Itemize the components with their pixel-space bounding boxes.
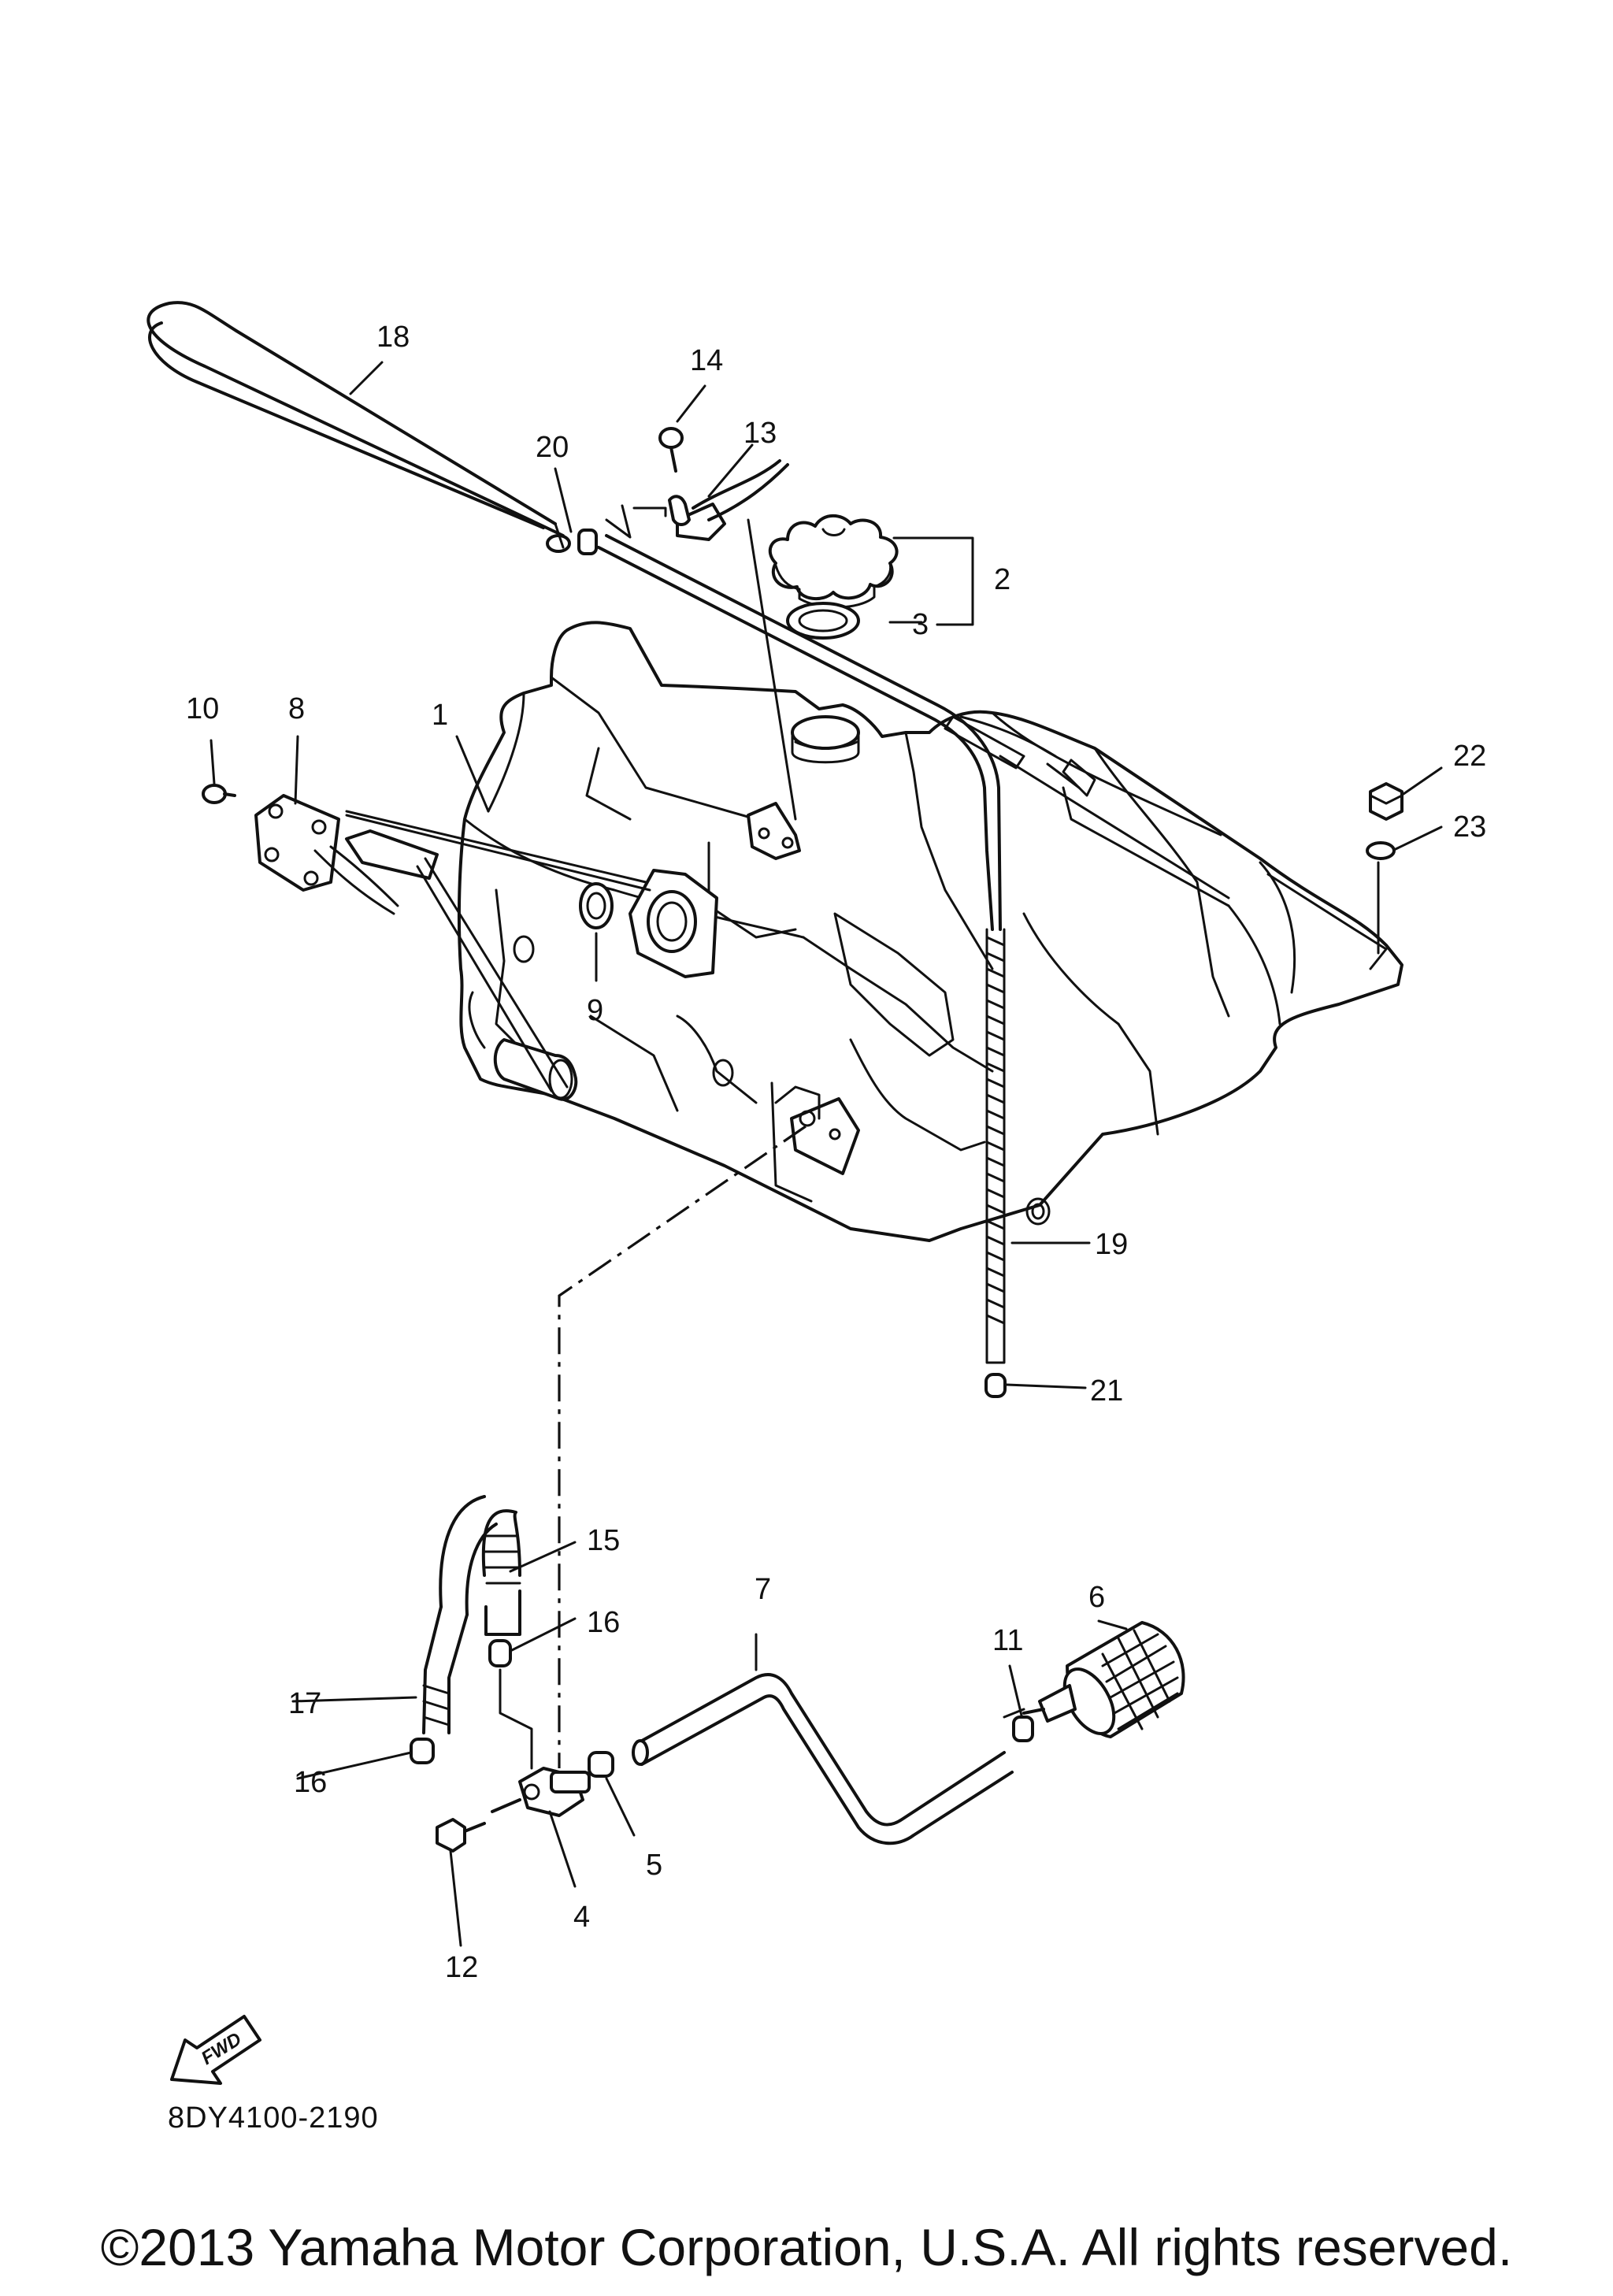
drain-cap <box>984 1373 1007 1398</box>
vent-fitting <box>605 459 789 541</box>
hose-clip <box>577 529 598 555</box>
fuel-tank <box>457 621 1403 1242</box>
joint-5 <box>588 1751 614 1778</box>
callout-11: 11 <box>992 1624 1023 1657</box>
callout-17: 17 <box>288 1687 321 1720</box>
callout-22: 22 <box>1453 740 1486 773</box>
fuel-hose-7 <box>632 1673 1014 1845</box>
callout-16: 16 <box>587 1606 620 1639</box>
drain-hose <box>985 928 1006 1364</box>
fuel-hose-15 <box>439 1495 521 1636</box>
callout-5: 5 <box>646 1849 662 1882</box>
callout-1: 1 <box>432 699 448 732</box>
diagram-code: 8DY4100-2190 <box>168 2101 379 2135</box>
fuel-sender-plate <box>254 794 569 1092</box>
callout-20: 20 <box>536 431 569 464</box>
callout-18: 18 <box>376 321 410 354</box>
screw-10 <box>202 784 236 804</box>
callout-21: 21 <box>1090 1374 1123 1408</box>
hose-clip-16 <box>488 1639 512 1667</box>
breather-hose <box>146 301 571 553</box>
callout-7: 7 <box>755 1573 771 1606</box>
cap-gasket <box>786 602 860 640</box>
bolt-12 <box>436 1818 486 1853</box>
callout-23: 23 <box>1453 810 1486 844</box>
callout-8: 8 <box>288 692 305 725</box>
fuel-cock <box>491 1767 591 1817</box>
nut-22 <box>1369 782 1403 821</box>
callout-14: 14 <box>690 344 723 377</box>
washer-23 <box>1366 841 1396 860</box>
callout-10: 10 <box>186 692 219 725</box>
callout-16b: 16 <box>294 1766 327 1799</box>
callout-labels: 1 2 3 4 5 6 7 8 9 10 11 12 13 14 15 16 1… <box>186 321 1486 1984</box>
callout-13: 13 <box>743 417 777 450</box>
fwd-arrow-icon: FWD <box>170 2015 261 2085</box>
hose-clip-11 <box>1003 1708 1034 1742</box>
copyright-notice: ©2013 Yamaha Motor Corporation, U.S.A. A… <box>100 2218 1513 2276</box>
leader-lines <box>210 361 1443 1947</box>
fuel-filter <box>1022 1621 1185 1738</box>
screw-14 <box>658 427 684 473</box>
callout-2: 2 <box>994 563 1010 596</box>
callout-19: 19 <box>1095 1228 1128 1261</box>
callout-15: 15 <box>587 1524 620 1557</box>
fuel-cap <box>768 514 899 609</box>
hose-clip-16b <box>410 1738 435 1764</box>
callout-12: 12 <box>445 1951 478 1984</box>
callout-4: 4 <box>573 1901 590 1934</box>
callout-3: 3 <box>912 608 929 641</box>
callout-6: 6 <box>1088 1581 1105 1614</box>
callout-9: 9 <box>587 994 603 1027</box>
